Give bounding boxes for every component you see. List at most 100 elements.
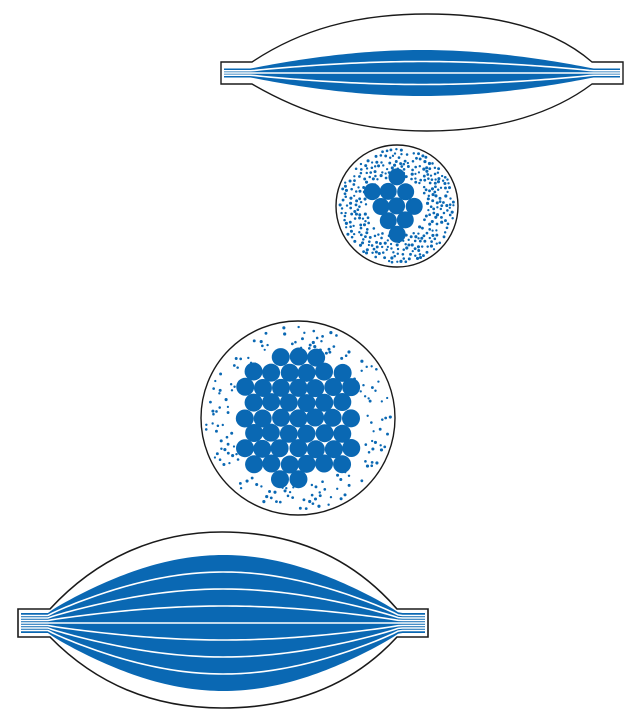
small-fiber — [423, 186, 425, 188]
small-fiber — [434, 185, 437, 188]
small-fiber — [407, 244, 410, 247]
small-fiber — [377, 233, 379, 235]
small-fiber — [362, 384, 364, 386]
large-fiber — [289, 439, 307, 457]
small-fiber — [422, 168, 425, 171]
small-fiber — [219, 373, 222, 376]
small-fiber — [436, 206, 438, 208]
small-fiber — [414, 240, 417, 243]
small-fiber — [407, 162, 409, 164]
small-fiber — [391, 166, 394, 169]
small-fiber — [397, 252, 399, 254]
small-fiber — [397, 248, 399, 250]
small-fiber — [446, 209, 449, 212]
large-muscle-fibers — [21, 555, 425, 691]
small-fiber — [423, 175, 426, 178]
large-fiber — [306, 379, 324, 397]
small-fiber — [341, 188, 344, 191]
small-fiber — [358, 231, 360, 233]
small-fiber — [363, 223, 366, 226]
small-fiber — [343, 219, 346, 222]
small-fiber — [336, 488, 338, 490]
small-fiber — [362, 218, 364, 220]
small-fiber — [379, 428, 382, 431]
small-fiber — [452, 204, 454, 206]
small-fiber — [325, 352, 328, 355]
small-fiber — [318, 491, 320, 493]
small-fiber — [336, 474, 339, 477]
small-fiber — [428, 228, 431, 231]
small-fiber — [368, 240, 371, 243]
small-fiber — [371, 252, 373, 254]
small-fiber — [405, 246, 408, 249]
small-fiber — [360, 479, 363, 482]
small-fiber — [321, 335, 324, 338]
small-fiber — [426, 232, 429, 235]
small-fiber — [386, 433, 389, 436]
small-fiber — [388, 162, 391, 165]
small-fiber — [365, 203, 367, 205]
small-fiber — [332, 345, 335, 348]
small-fiber — [436, 213, 439, 216]
small-fiber — [253, 339, 256, 342]
small-fiber — [239, 358, 242, 361]
small-fiber — [428, 189, 431, 192]
large-fiber — [236, 378, 254, 396]
small-fiber — [368, 451, 371, 454]
small-fiber — [352, 225, 354, 227]
small-fiber — [372, 177, 375, 180]
small-fiber — [347, 350, 350, 353]
small-fiber — [382, 251, 385, 254]
small-fiber — [360, 360, 363, 363]
large-fiber — [281, 364, 299, 382]
small-fiber — [374, 235, 377, 238]
small-fiber — [419, 165, 421, 167]
small-fiber — [411, 243, 414, 246]
small-fiber — [340, 497, 343, 500]
small-fiber — [412, 250, 414, 252]
small-fiber — [345, 354, 348, 357]
small-fiber — [335, 334, 338, 337]
small-fiber — [375, 155, 378, 158]
small-fiber — [400, 149, 403, 152]
small-fiber — [423, 218, 426, 221]
small-fiber — [364, 460, 367, 463]
small-fiber — [423, 179, 426, 182]
large-fiber — [298, 455, 316, 473]
large-fiber — [324, 409, 342, 427]
small-fiber — [411, 173, 414, 176]
small-fiber — [368, 244, 370, 246]
small-fiber — [350, 188, 353, 191]
small-fiber — [423, 240, 426, 243]
small-fiber — [428, 213, 431, 216]
small-fiber — [231, 389, 233, 391]
small-fiber — [431, 234, 434, 237]
small-fiber — [297, 326, 299, 328]
small-fiber — [414, 181, 417, 184]
small-fiber — [374, 256, 377, 259]
small-fiber — [283, 332, 286, 335]
small-fiber — [440, 216, 443, 219]
small-fiber — [239, 482, 242, 485]
small-fiber — [385, 172, 387, 174]
small-fiber — [382, 164, 384, 166]
small-fiber — [219, 458, 222, 461]
small-fiber — [363, 177, 366, 180]
small-fiber — [349, 225, 352, 228]
large-fiber — [364, 183, 381, 200]
small-fiber — [231, 454, 234, 457]
small-fiber — [437, 171, 439, 173]
small-fiber — [428, 162, 431, 165]
small-fiber — [419, 253, 422, 256]
small-fiber — [358, 197, 361, 200]
small-fiber — [435, 229, 437, 231]
small-fiber — [319, 494, 322, 497]
small-fiber — [358, 217, 361, 220]
small-fiber — [433, 248, 435, 250]
small-fiber — [431, 230, 433, 232]
large-fiber — [316, 424, 334, 442]
small-fiber — [366, 167, 368, 169]
small-fiber — [379, 242, 382, 245]
small-fiber — [378, 252, 381, 255]
small-fiber — [384, 155, 387, 158]
